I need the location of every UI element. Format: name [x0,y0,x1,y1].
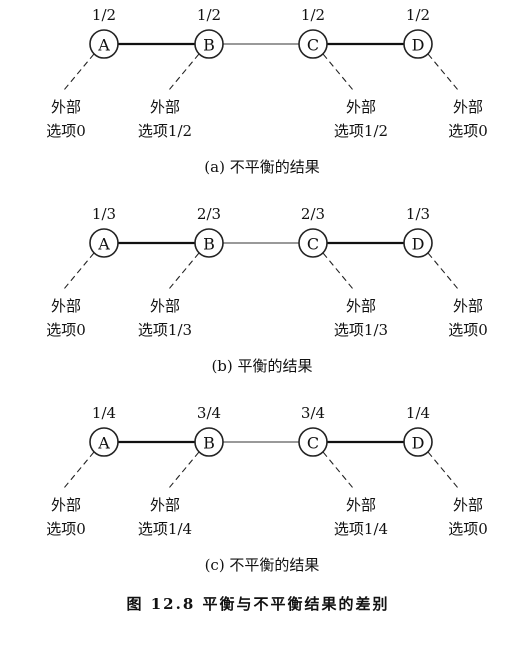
node-value: 3/4 [197,404,221,422]
outside-option-link [168,53,200,91]
outside-option-link [322,53,354,91]
node-value: 2/3 [301,205,325,223]
outside-option-link [322,252,354,290]
node-value: 1/3 [92,205,116,223]
outside-option-link [427,53,459,91]
node-label: A [97,235,110,254]
outside-option-line2: 选项0 [448,520,488,538]
node-label: D [412,36,425,55]
node-c [298,29,328,59]
outside-option-line1: 外部 [346,98,376,116]
node-label: D [412,235,425,254]
node-b [194,427,224,457]
outside-option-line2: 选项0 [448,321,488,339]
outside-option-line2: 选项0 [448,122,488,140]
outside-option-line2: 选项0 [46,122,86,140]
outside-option-line2: 选项0 [46,520,86,538]
node-label: A [97,36,110,55]
node-label: B [203,235,215,254]
node-value: 1/2 [406,6,430,24]
node-b [194,29,224,59]
outside-option-line1: 外部 [150,496,180,514]
node-a [89,427,119,457]
outside-option-line2: 选项1/3 [138,321,192,339]
node-label: B [203,36,215,55]
outside-option-line2: 选项1/3 [334,321,388,339]
node-d [403,228,433,258]
outside-option-line2: 选项1/2 [334,122,388,140]
node-a [89,29,119,59]
outside-option-line2: 选项1/4 [334,520,388,538]
node-label: A [97,434,110,453]
panel-caption: (b) 平衡的结果 [211,357,312,375]
node-value: 1/2 [301,6,325,24]
node-c [298,228,328,258]
node-value: 1/2 [92,6,116,24]
node-value: 2/3 [197,205,221,223]
outside-option-line1: 外部 [150,98,180,116]
node-d [403,427,433,457]
node-d [403,29,433,59]
outside-option-line1: 外部 [453,297,483,315]
panel-caption: (c) 不平衡的结果 [205,556,320,574]
outside-option-line2: 选项1/2 [138,122,192,140]
outside-option-link [63,451,95,489]
outside-option-line1: 外部 [150,297,180,315]
node-value: 1/4 [406,404,430,422]
outside-option-line1: 外部 [453,98,483,116]
outside-option-link [168,252,200,290]
outside-option-link [427,451,459,489]
outside-option-line1: 外部 [51,297,81,315]
node-label: C [307,434,319,453]
outside-option-line1: 外部 [51,496,81,514]
node-label: C [307,235,319,254]
outside-option-line1: 外部 [346,496,376,514]
node-value: 1/2 [197,6,221,24]
node-label: D [412,434,425,453]
outside-option-line1: 外部 [51,98,81,116]
outside-option-link [427,252,459,290]
panel-caption: (a) 不平衡的结果 [204,158,319,176]
outside-option-line2: 选项0 [46,321,86,339]
outside-option-link [63,53,95,91]
node-value: 3/4 [301,404,325,422]
outside-option-line1: 外部 [453,496,483,514]
node-b [194,228,224,258]
outside-option-link [63,252,95,290]
node-value: 1/3 [406,205,430,223]
outside-option-link [322,451,354,489]
node-label: C [307,36,319,55]
node-c [298,427,328,457]
outside-option-link [168,451,200,489]
node-a [89,228,119,258]
outside-option-line1: 外部 [346,297,376,315]
node-value: 1/4 [92,404,116,422]
node-label: B [203,434,215,453]
outside-option-line2: 选项1/4 [138,520,192,538]
figure-caption: 图 12.8 平衡与不平衡结果的差别 [127,595,390,613]
